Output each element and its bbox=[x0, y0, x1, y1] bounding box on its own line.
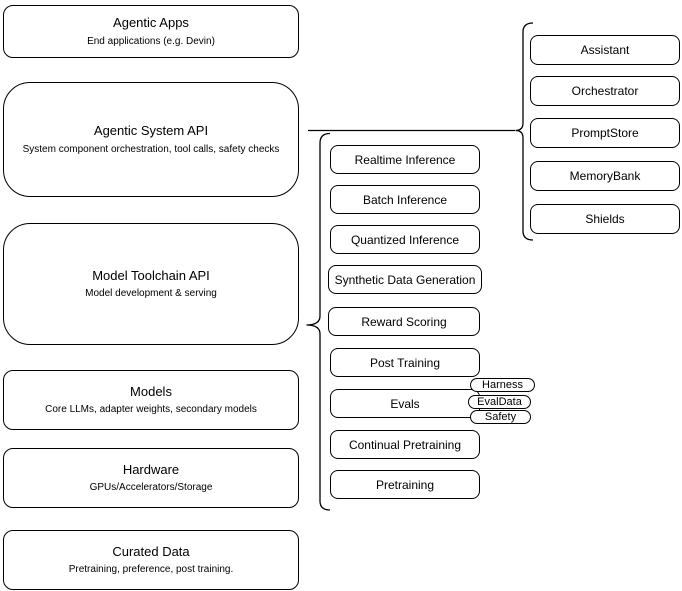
layer-models[interactable]: Models Core LLMs, adapter weights, secon… bbox=[3, 370, 299, 430]
layer-title: Agentic Apps bbox=[113, 15, 189, 31]
evals-tag-harness[interactable]: Harness bbox=[470, 378, 535, 392]
layer-subtitle: End applications (e.g. Devin) bbox=[87, 35, 215, 47]
component-label: Assistant bbox=[580, 43, 630, 57]
service-continual-pretraining[interactable]: Continual Pretraining bbox=[330, 430, 480, 459]
layer-curated-data[interactable]: Curated Data Pretraining, preference, po… bbox=[3, 530, 299, 590]
component-orchestrator[interactable]: Orchestrator bbox=[530, 76, 680, 106]
service-label: Batch Inference bbox=[362, 192, 448, 207]
service-reward-scoring[interactable]: Reward Scoring bbox=[328, 307, 480, 336]
layer-subtitle: Model development & serving bbox=[85, 288, 217, 300]
tag-label: Harness bbox=[482, 379, 523, 391]
service-synthetic-data-generation[interactable]: Synthetic Data Generation bbox=[328, 265, 482, 294]
tag-label: EvalData bbox=[477, 396, 522, 408]
service-label: Continual Pretraining bbox=[348, 437, 462, 452]
component-label: Orchestrator bbox=[571, 84, 639, 98]
service-label: Evals bbox=[390, 396, 420, 411]
layer-subtitle: GPUs/Accelerators/Storage bbox=[89, 482, 213, 494]
layer-subtitle: Core LLMs, adapter weights, secondary mo… bbox=[45, 404, 257, 416]
component-promptstore[interactable]: PromptStore bbox=[530, 118, 680, 148]
tag-label: Safety bbox=[484, 411, 517, 423]
layer-agentic-apps[interactable]: Agentic Apps End applications (e.g. Devi… bbox=[3, 5, 299, 58]
component-assistant[interactable]: Assistant bbox=[530, 35, 680, 65]
service-label: Pretraining bbox=[375, 477, 435, 492]
layer-agentic-system-api[interactable]: Agentic System API System component orch… bbox=[3, 82, 299, 197]
evals-tag-safety[interactable]: Safety bbox=[470, 410, 531, 424]
evals-tag-evaldata[interactable]: EvalData bbox=[468, 395, 531, 409]
layer-title: Models bbox=[130, 383, 172, 399]
layer-subtitle: System component orchestration, tool cal… bbox=[22, 143, 280, 155]
service-label: Post Training bbox=[369, 355, 441, 370]
toolchain-services-bracket bbox=[306, 132, 331, 511]
service-label: Reward Scoring bbox=[361, 314, 447, 329]
service-post-training[interactable]: Post Training bbox=[330, 348, 480, 377]
layer-title: Model Toolchain API bbox=[92, 267, 210, 283]
service-label: Synthetic Data Generation bbox=[334, 272, 476, 287]
service-quantized-inference[interactable]: Quantized Inference bbox=[330, 225, 480, 254]
layer-title: Agentic System API bbox=[93, 123, 209, 139]
component-label: MemoryBank bbox=[569, 169, 641, 183]
service-realtime-inference[interactable]: Realtime Inference bbox=[330, 145, 480, 174]
service-evals[interactable]: Evals bbox=[330, 389, 480, 418]
component-shields[interactable]: Shields bbox=[530, 204, 680, 234]
layer-title: Hardware bbox=[122, 461, 180, 477]
service-batch-inference[interactable]: Batch Inference bbox=[330, 185, 480, 214]
service-pretraining[interactable]: Pretraining bbox=[330, 470, 480, 499]
component-memorybank[interactable]: MemoryBank bbox=[530, 161, 680, 191]
layer-model-toolchain-api[interactable]: Model Toolchain API Model development & … bbox=[3, 223, 299, 345]
component-label: Shields bbox=[585, 212, 625, 226]
layer-subtitle: Pretraining, preference, post training. bbox=[68, 564, 234, 576]
service-label: Realtime Inference bbox=[354, 152, 456, 167]
layer-title: Curated Data bbox=[112, 543, 190, 559]
component-label: PromptStore bbox=[571, 126, 639, 140]
layer-hardware[interactable]: Hardware GPUs/Accelerators/Storage bbox=[3, 448, 299, 508]
service-label: Quantized Inference bbox=[350, 232, 460, 247]
